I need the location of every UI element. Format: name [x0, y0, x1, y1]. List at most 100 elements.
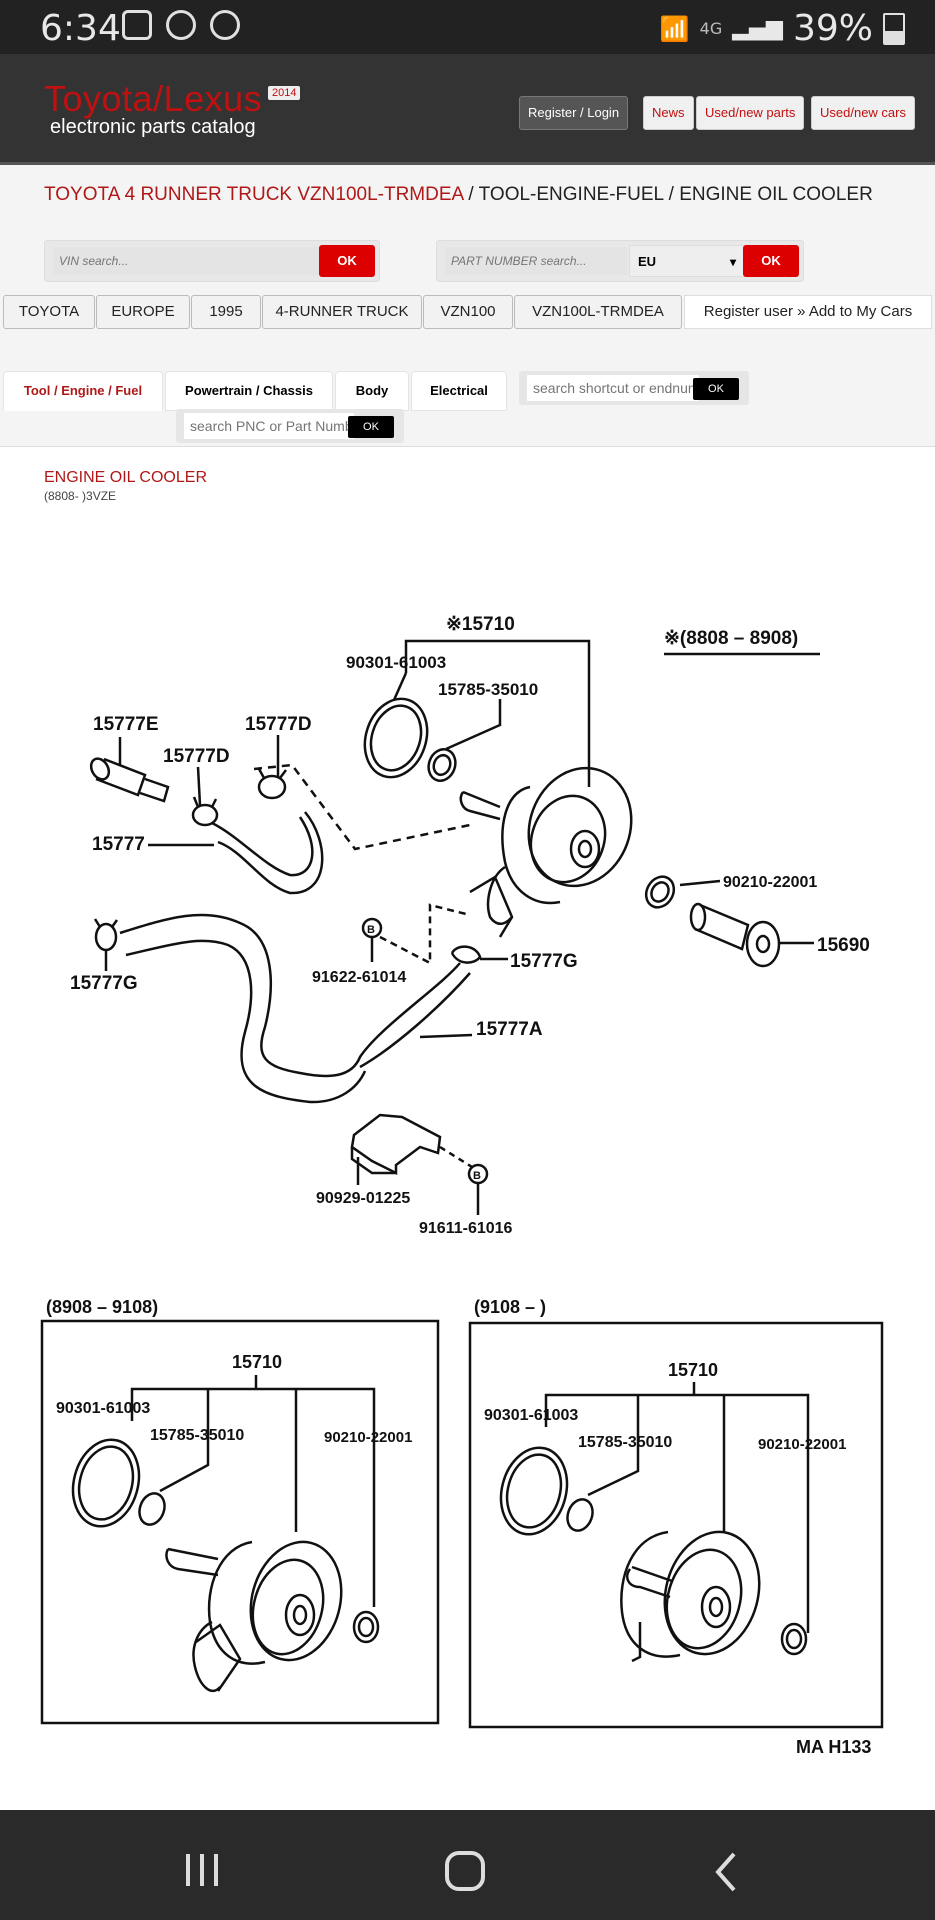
diagram-label-15690[interactable]: 15690: [817, 935, 870, 956]
clamp-15777D-a: [191, 796, 219, 827]
shortcut-search-box: OK: [519, 371, 749, 405]
box1-label-90301[interactable]: 90301-61003: [56, 1400, 150, 1417]
diagram-label-15777D-b[interactable]: 15777D: [245, 714, 312, 735]
path-item-model[interactable]: 4-RUNNER TRUCK: [262, 295, 422, 329]
dashed-line-bottom: [439, 1145, 473, 1169]
leader-15777D-a: [196, 766, 202, 806]
box1-o-ring-small: [138, 1492, 166, 1526]
path-item-series[interactable]: VZN100: [423, 295, 513, 329]
box2-label-15785[interactable]: 15785-35010: [578, 1434, 672, 1451]
diagram-label-90929[interactable]: 90929-01225: [316, 1190, 410, 1207]
pnc-search-input[interactable]: [184, 413, 354, 439]
vin-search-input[interactable]: [53, 247, 355, 275]
used-new-cars-button[interactable]: Used/new cars: [811, 96, 915, 130]
tab-powertrain-chassis[interactable]: Powertrain / Chassis: [165, 371, 333, 411]
shortcut-search-ok-button[interactable]: OK: [693, 378, 739, 400]
box1-leader-main: [130, 1387, 376, 1607]
part-search-ok-button[interactable]: OK: [743, 245, 799, 277]
path-item-variant[interactable]: VZN100L-TRMDEA: [514, 295, 682, 329]
chevron-down-icon: ▾: [729, 255, 736, 269]
box1-leader-15785: [159, 1389, 210, 1493]
box1-range-label: (8908 – 9108): [46, 1297, 158, 1317]
battery-icon: [883, 12, 905, 45]
box2-o-ring-large: [499, 1446, 569, 1536]
path-item-europe[interactable]: EUROPE: [96, 295, 190, 329]
parts-content: ENGINE OIL COOLER (8808- )3VZE ※15710 ※(…: [0, 446, 935, 1811]
clamp-15777G-right: [450, 945, 482, 964]
part-search-box: EU ▾ OK: [436, 240, 804, 282]
diagram-label-90210[interactable]: 90210-22001: [723, 874, 817, 891]
bolt-b-label-bottom: B: [473, 1170, 481, 1182]
diagram-label-15777E[interactable]: 15777E: [93, 714, 159, 735]
part-number-search-input[interactable]: [445, 247, 627, 275]
box2-range-label: (9108 – ): [474, 1297, 546, 1317]
do-not-disturb-icon: [166, 10, 196, 40]
register-login-button[interactable]: Register / Login: [519, 96, 629, 130]
breadcrumb-path: / TOOL-ENGINE-FUEL / ENGINE OIL COOLER: [463, 184, 873, 205]
box2-leader-15785: [587, 1395, 640, 1497]
diagram-label-15710-top[interactable]: ※15710: [446, 614, 515, 635]
oil-cooler-main: [459, 766, 633, 938]
used-new-parts-button[interactable]: Used/new parts: [696, 96, 805, 130]
diagram-label-15777G-right[interactable]: 15777G: [510, 951, 578, 972]
shortcut-search-input[interactable]: [527, 375, 699, 401]
breadcrumb-vehicle-link[interactable]: TOYOTA 4 RUNNER TRUCK VZN100L-TRMDEA: [44, 184, 464, 205]
o-ring-small-inner: [432, 753, 452, 777]
site-logo[interactable]: Toyota/Lexus: [44, 78, 263, 119]
bolt-b-label-top: B: [367, 924, 375, 936]
region-select[interactable]: EU ▾: [629, 245, 745, 277]
box2-label-90301[interactable]: 90301-61003: [484, 1407, 578, 1424]
box1-label-15785[interactable]: 15785-35010: [150, 1427, 244, 1444]
diagram-label-15777D-a[interactable]: 15777D: [163, 746, 230, 767]
box2-o-ring-large-inner: [505, 1453, 563, 1529]
back-icon[interactable]: [712, 1850, 742, 1894]
o-ring-15690-inner: [650, 881, 670, 903]
tab-electrical[interactable]: Electrical: [411, 371, 507, 411]
signal-icon: ▂▄▆: [732, 16, 783, 41]
box1-label-15710[interactable]: 15710: [232, 1352, 282, 1372]
tab-body[interactable]: Body: [335, 371, 409, 411]
dashed-line-mid: [379, 903, 471, 966]
region-select-value: EU: [638, 254, 657, 269]
box1-label-90210[interactable]: 90210-22001: [324, 1429, 412, 1446]
o-ring-15690: [644, 875, 676, 909]
o-ring-large-inner: [369, 704, 423, 772]
hose-15777: [211, 811, 324, 895]
diagram-label-90301[interactable]: 90301-61003: [346, 653, 446, 672]
battery-percent: 39%: [792, 8, 873, 49]
logo-year-badge: 2014: [268, 86, 301, 100]
leader-15777A: [419, 1033, 473, 1039]
diagram-label-15777G-left[interactable]: 15777G: [70, 973, 138, 994]
box1-o-ring-90210-inner: [357, 1616, 375, 1638]
path-item-year[interactable]: 1995: [191, 295, 261, 329]
bracket-90929: [350, 1113, 442, 1176]
diagram-label-15777[interactable]: 15777: [92, 834, 145, 855]
logo-subtitle: electronic parts catalog: [50, 116, 256, 138]
leader-90210: [679, 879, 721, 887]
pnc-search-box: OK: [176, 409, 404, 443]
part-15777E-nipple: [89, 757, 170, 803]
pnc-search-ok-button[interactable]: OK: [348, 416, 394, 438]
diagram-label-15777A[interactable]: 15777A: [476, 1019, 543, 1040]
parts-diagram[interactable]: ※15710 ※(8808 – 8908) 90301-61003 15785-…: [0, 447, 935, 1811]
vin-search-ok-button[interactable]: OK: [319, 245, 375, 277]
diagram-label-91622[interactable]: 91622-61014: [312, 969, 406, 986]
tab-tool-engine-fuel[interactable]: Tool / Engine / Fuel: [3, 371, 163, 411]
box2-o-ring-90210: [780, 1622, 808, 1656]
box2-label-90210[interactable]: 90210-22001: [758, 1436, 846, 1453]
box2-label-15710[interactable]: 15710: [668, 1360, 718, 1380]
box1-o-ring-large-inner: [77, 1445, 135, 1521]
network-type: 4G: [699, 19, 723, 38]
breadcrumb: TOYOTA 4 RUNNER TRUCK VZN100L-TRMDEA / T…: [44, 184, 873, 206]
box1-oil-cooler: [165, 1540, 343, 1693]
register-add-car-link[interactable]: Register user » Add to My Cars: [684, 295, 932, 329]
box2-o-ring-small: [566, 1498, 594, 1532]
home-icon[interactable]: [444, 1850, 488, 1894]
news-button[interactable]: News: [643, 96, 694, 130]
path-item-toyota[interactable]: TOYOTA: [3, 295, 95, 329]
diagram-label-91611[interactable]: 91611-61016: [419, 1220, 513, 1237]
diagram-label-15785[interactable]: 15785-35010: [438, 680, 538, 699]
dashed-line-top: [253, 763, 471, 851]
recent-apps-icon[interactable]: [180, 1850, 224, 1890]
clamp-15777D-b: [257, 768, 287, 800]
